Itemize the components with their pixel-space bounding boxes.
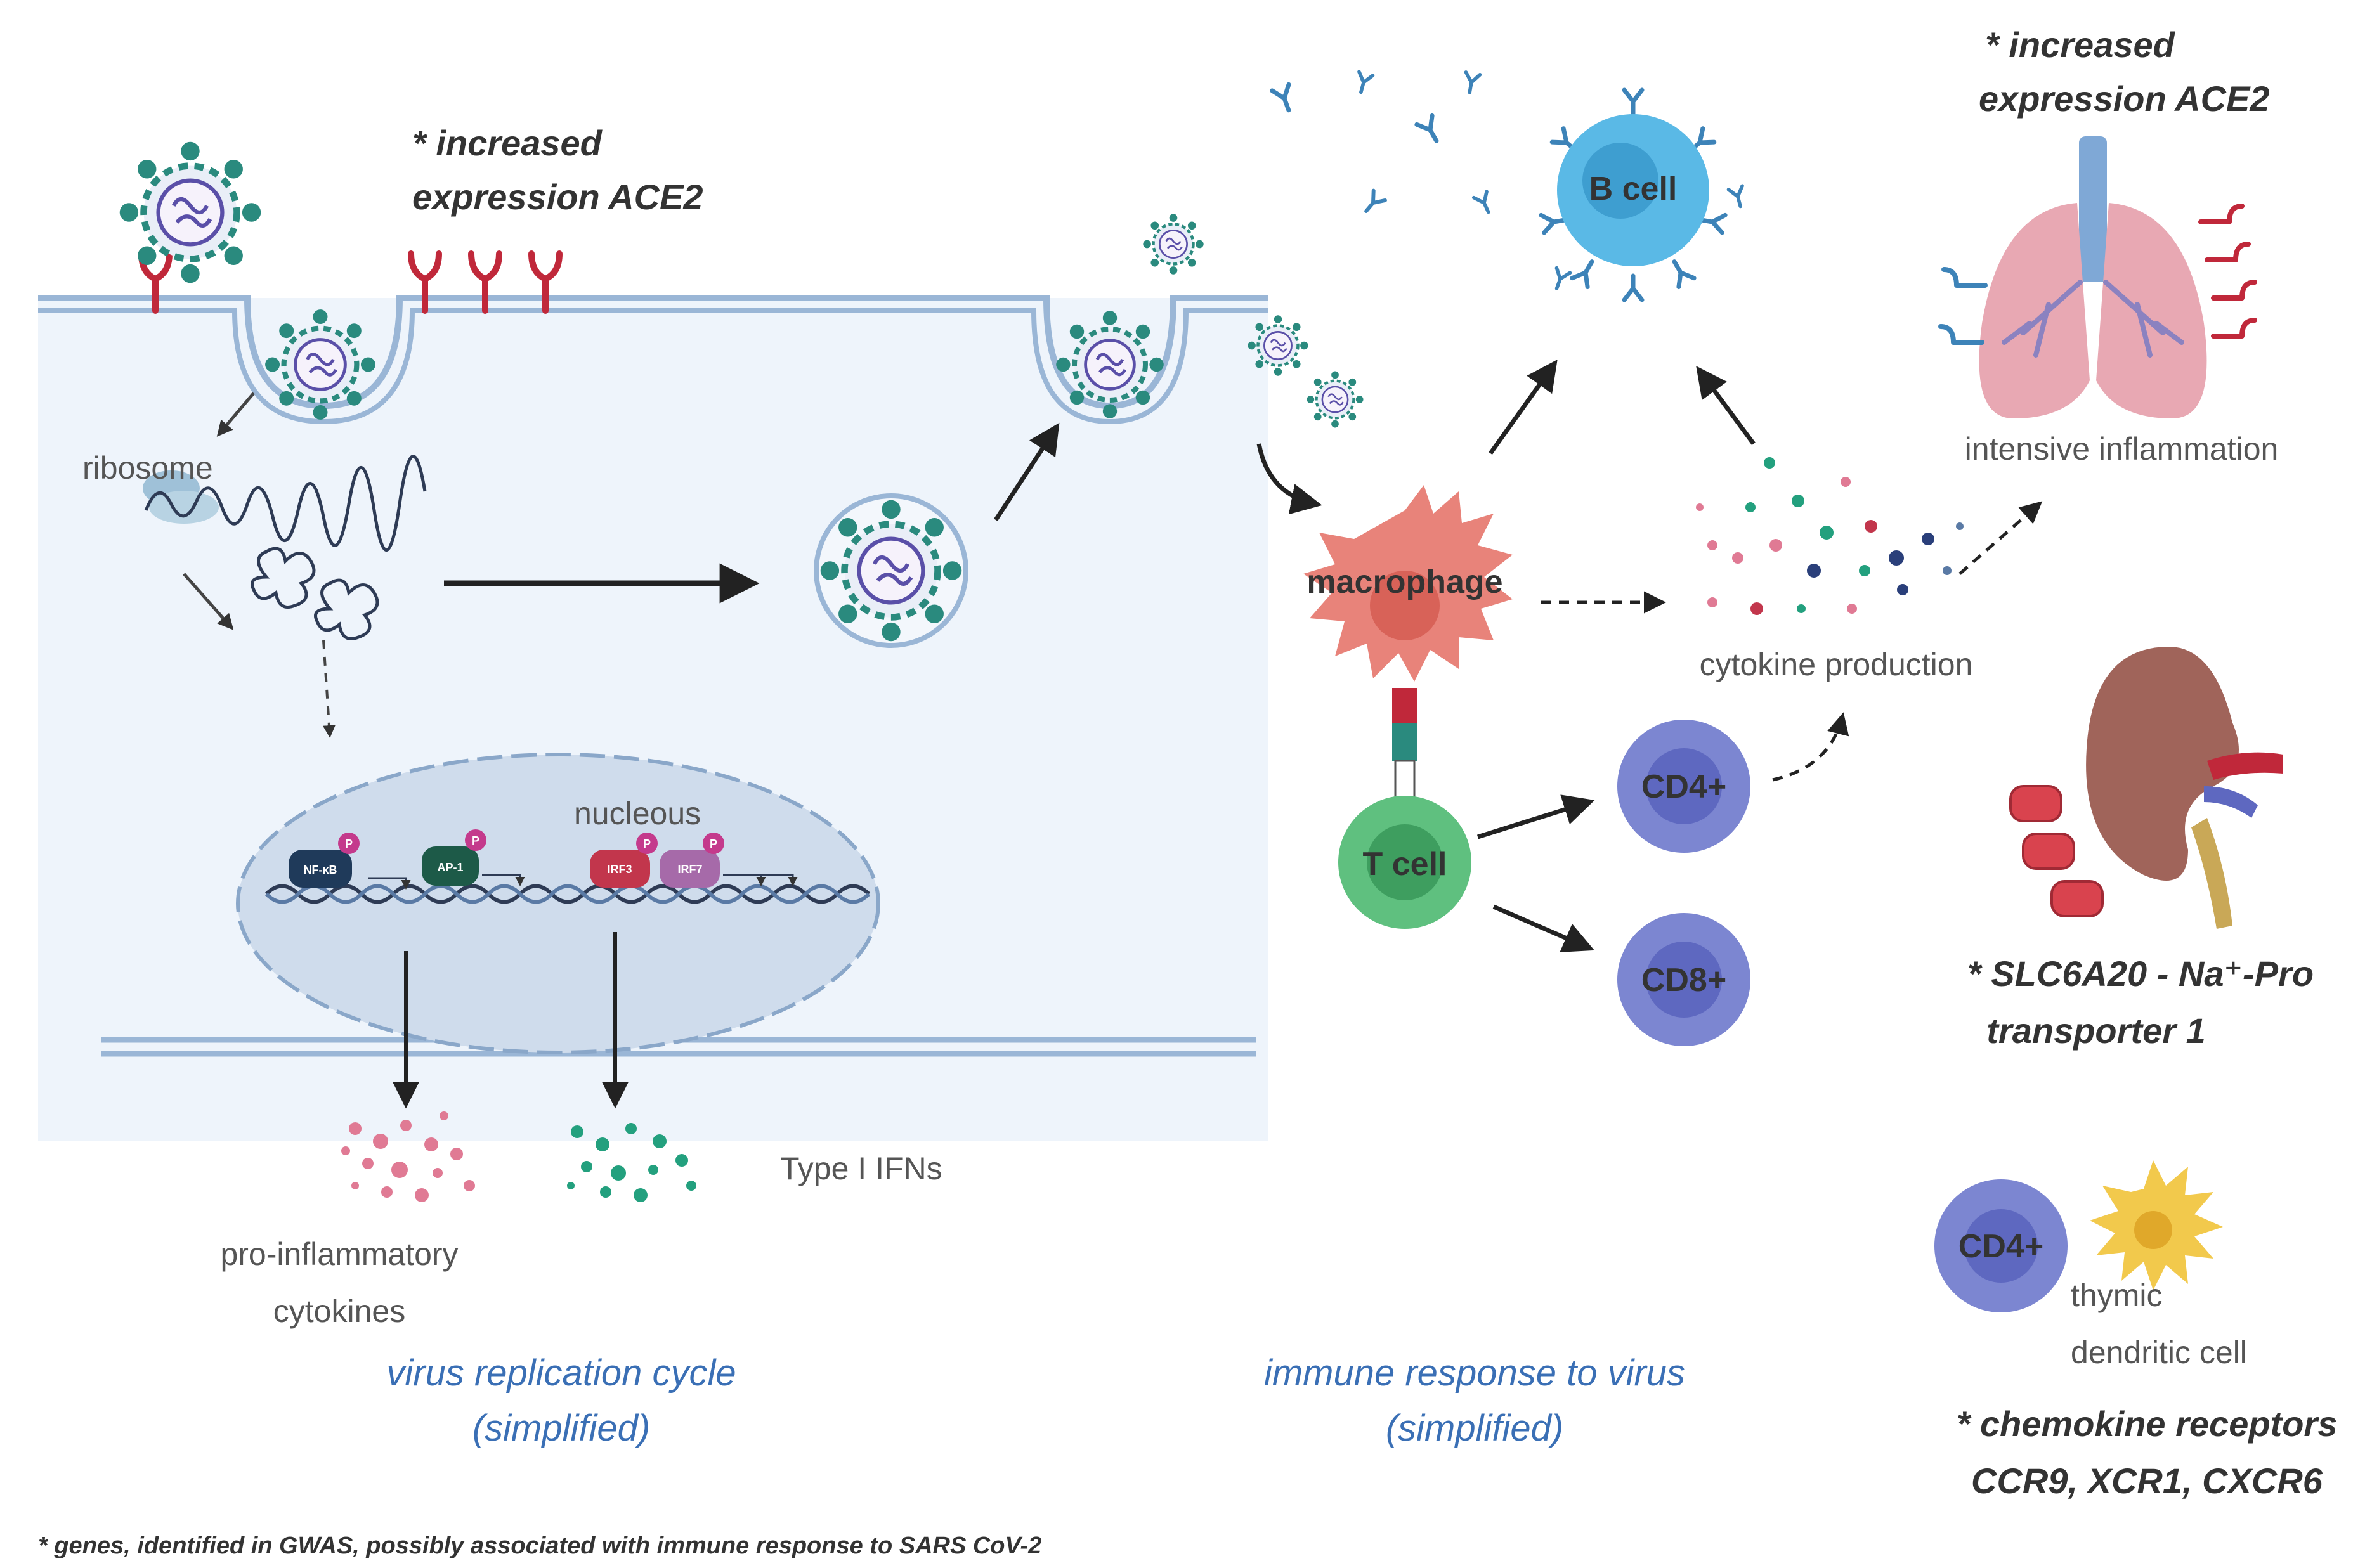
cd8-cell: CD8+: [1617, 913, 1750, 1046]
nucleus: NF-κB P AP-1 P IRF3 P IRF7 P: [236, 753, 880, 1054]
ribosome-label: ribosome: [82, 450, 213, 486]
tf-irf3-label: IRF3: [607, 863, 632, 876]
pro-inflammatory-label-1: pro-inflammatory: [220, 1236, 458, 1272]
thymic-dc-label-2: dendritic cell: [2071, 1335, 2247, 1370]
kidney-icon: [2086, 647, 2283, 929]
cd4-thymic-cell: CD4+: [1934, 1179, 2068, 1312]
replication-caption-line2: (simplified): [472, 1408, 650, 1449]
t-cell: T cell: [1338, 796, 1471, 929]
ace2-note-cell-line1: * increased: [412, 123, 603, 163]
pro-inflammatory-label-2: cytokines: [273, 1293, 405, 1329]
ace2-note-cell-line2: expression ACE2: [412, 177, 703, 217]
cytokine-production-label: cytokine production: [1700, 647, 1973, 682]
nucleous-label: nucleous: [574, 796, 701, 831]
slc6a20-note-line2: transporter 1: [1986, 1011, 2205, 1051]
secretion-arrows: [393, 932, 629, 1109]
b-cell-label: B cell: [1589, 171, 1678, 207]
type1-ifns-label: Type I IFNs: [780, 1151, 942, 1186]
ace2-note-lung-line2: expression ACE2: [1979, 79, 2270, 119]
rna-copies-icon: [251, 547, 379, 640]
transporter-icons: [2009, 785, 2104, 917]
tf-irf7: IRF7 P: [660, 833, 724, 888]
replication-caption-line1: virus replication cycle: [386, 1352, 736, 1394]
phospho-mark: P: [472, 834, 479, 847]
cd4-cell: CD4+: [1617, 720, 1750, 853]
mhc-tcr-complex: [1392, 688, 1417, 810]
pro-inflammatory-dots: [341, 1111, 475, 1202]
ace2-note-lung-line1: * increased: [1985, 25, 2176, 65]
tf-irf3: IRF3 P: [590, 833, 658, 888]
slc6a20-note-line1: * SLC6A20 - Na⁺-Pro: [1967, 954, 2314, 994]
ribosome-icon: [143, 455, 427, 552]
cd4-label: CD4+: [1641, 768, 1726, 805]
lungs-icon: [1938, 136, 2257, 418]
immune-arrows: [1256, 360, 2043, 952]
footnote: * genes, identified in GWAS, possibly as…: [38, 1532, 1041, 1559]
tf-nfkb-label: NF-κB: [303, 864, 337, 876]
immune-caption-line2: (simplified): [1386, 1408, 1563, 1449]
thymic-dc-label-1: thymic: [2071, 1278, 2162, 1313]
b-cell: B cell: [1541, 90, 1725, 300]
tf-irf7-label: IRF7: [677, 863, 702, 876]
macrophage: macrophage: [1303, 485, 1513, 682]
dendritic-cell-icon: [2090, 1160, 2223, 1290]
macrophage-label: macrophage: [1307, 564, 1502, 600]
tf-nfkb: NF-κB P: [289, 833, 360, 888]
cytokine-cloud: [1696, 457, 1964, 615]
cd8-label: CD8+: [1641, 962, 1726, 999]
replication-arrows: [183, 392, 1060, 738]
cd4-thymic-label: CD4+: [1958, 1228, 2043, 1265]
chemokine-note-line1: * chemokine receptors: [1957, 1404, 2338, 1444]
ifn-dots: [567, 1123, 696, 1202]
tf-ap1: AP-1 P: [422, 829, 486, 886]
t-cell-label: T cell: [1363, 846, 1447, 883]
intensive-inflammation-label: intensive inflammation: [1965, 431, 2279, 467]
virions-left: [120, 142, 1364, 648]
immune-caption-line1: immune response to virus: [1264, 1352, 1685, 1394]
phospho-mark: P: [345, 838, 353, 850]
phospho-mark: P: [710, 838, 717, 850]
chemokine-note-line2: CCR9, XCR1, CXCR6: [1971, 1461, 2323, 1501]
phospho-mark: P: [643, 838, 651, 850]
tf-ap1-label: AP-1: [437, 861, 463, 874]
